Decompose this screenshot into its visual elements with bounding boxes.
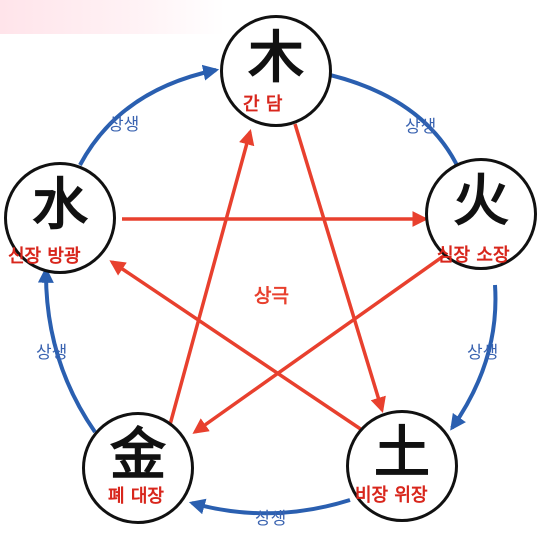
generating-arrow-fire-earth [450,284,498,431]
organ-label-water: 신장 방광 [8,246,81,267]
element-node-earth: 土 [346,410,458,522]
generating-label-fire-earth: 상생 [467,343,499,363]
wood-glyph: 木 [248,25,304,91]
organ-label-earth: 비장 위장 [355,485,428,506]
element-node-wood: 木 [220,15,332,127]
fire-glyph: 火 [453,168,509,234]
controlling-arrow-fire-metal [192,253,447,434]
generating-label-earth-metal: 상생 [255,509,287,529]
controlling-arrow-wood-earth [293,123,386,414]
earth-glyph: 土 [374,420,430,486]
water-glyph: 水 [32,172,88,238]
organ-label-metal: 폐 대장 [108,486,164,507]
generating-label-wood-fire: 상생 [405,117,437,137]
element-node-fire: 火 [425,158,537,270]
generating-arrow-wood-fire [329,73,465,179]
generating-label-water-wood: 상생 [108,115,140,135]
element-node-metal: 金 [82,412,194,524]
controlling-arrow-earth-water [109,260,366,434]
organ-label-fire: 심장 소장 [437,245,510,266]
generating-label-metal-water: 상생 [36,343,68,363]
controlling-arrow-metal-wood [166,128,255,433]
metal-glyph: 金 [110,422,166,488]
generating-arrow-metal-water [37,266,97,434]
header-bar [0,0,225,34]
generating-arrow-water-wood [78,64,220,166]
element-node-water: 水 [4,162,116,274]
generating-arrow-earth-metal [188,498,351,516]
controlling-label: 상극 [254,285,289,307]
organ-label-wood: 간 담 [243,94,283,115]
